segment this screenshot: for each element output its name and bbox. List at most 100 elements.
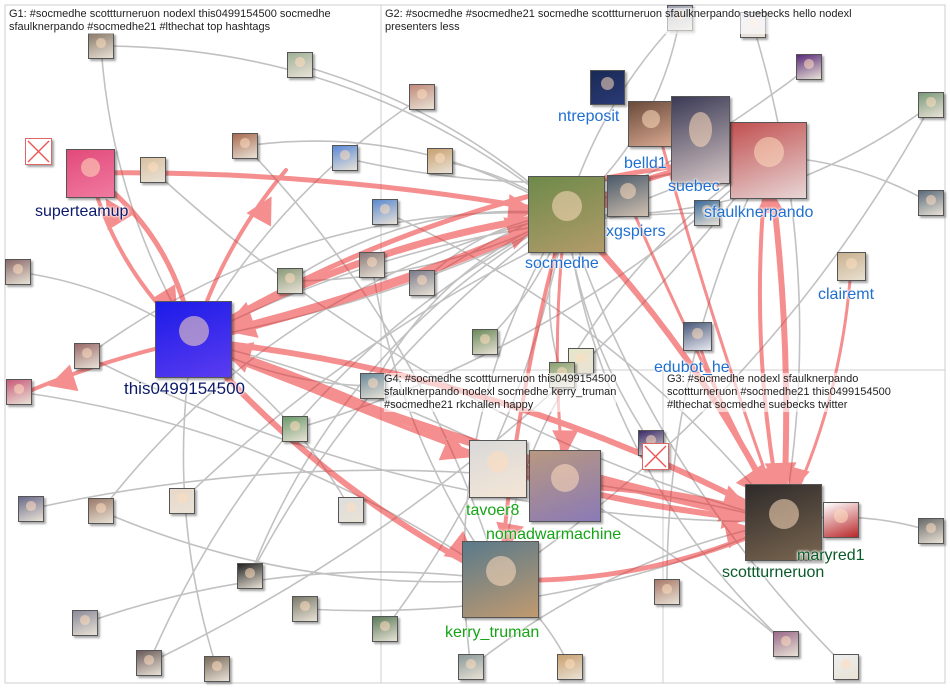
red-edge-arrow <box>246 196 272 227</box>
node-avatar[interactable] <box>18 496 44 522</box>
group-label-g4: G4: #socmedhe scottturneruon this0499154… <box>384 373 617 412</box>
node-avatar[interactable] <box>136 650 162 676</box>
node-this0499154500[interactable] <box>155 301 232 378</box>
node-socmedhe[interactable] <box>528 176 605 253</box>
node-avatar[interactable] <box>5 259 31 285</box>
red-edge-arrow <box>756 185 785 214</box>
node-avatar[interactable] <box>458 654 484 680</box>
node-nomadwarmachine[interactable] <box>529 450 601 522</box>
group-g2-line1: G2: #socmedhe #socmedhe21 socmedhe scott… <box>385 8 852 20</box>
node-avatar[interactable] <box>204 656 230 682</box>
gray-edge <box>384 213 567 630</box>
node-avatar[interactable] <box>282 416 308 442</box>
label-xgspiers[interactable]: xgspiers <box>606 223 666 240</box>
node-kerry-truman[interactable] <box>462 541 539 618</box>
group-g4-line3: #socmedhe21 rkchallen happy <box>384 399 534 411</box>
gray-edge <box>100 41 567 215</box>
node-avatar[interactable] <box>372 199 398 225</box>
node-avatar[interactable] <box>372 616 398 642</box>
label-sfaulknerpando[interactable]: sfaulknerpando <box>704 204 814 221</box>
gray-edge <box>244 140 567 215</box>
group-label-g2: G2: #socmedhe #socmedhe21 socmedhe scott… <box>385 8 852 34</box>
node-avatar[interactable] <box>918 190 944 216</box>
node-maryred1[interactable] <box>823 502 859 538</box>
gray-edge <box>84 571 501 625</box>
node-clt-placeholder[interactable] <box>642 443 669 470</box>
node-avatar[interactable] <box>338 497 364 523</box>
gray-edge <box>147 213 567 664</box>
label-clairemt[interactable]: clairemt <box>818 286 875 303</box>
node-sfaulknerpando[interactable] <box>730 122 807 199</box>
node-avatar[interactable] <box>409 84 435 110</box>
node-avatar[interactable] <box>654 579 680 605</box>
group-g1-line1: G1: #socmedhe scottturneruon nodexl this… <box>9 8 331 20</box>
node-xgspiers[interactable] <box>607 175 649 217</box>
node-avatar[interactable] <box>360 373 386 399</box>
label-this0499154500[interactable]: this0499154500 <box>124 379 246 398</box>
node-avatar[interactable] <box>409 270 435 296</box>
node-avatar[interactable] <box>918 92 944 118</box>
node-edubot-he[interactable] <box>683 322 712 351</box>
label-scottturneruon[interactable]: scottturneruon <box>722 564 825 581</box>
node-avatar[interactable] <box>472 329 498 355</box>
node-scottturneruon[interactable] <box>745 484 822 561</box>
label-socmedhe[interactable]: socmedhe <box>525 255 599 272</box>
gray-edge <box>499 104 932 581</box>
group-g3-line2: scottturneruon #socmedhe21 this049915450… <box>667 386 891 398</box>
node-superteamup-placeholder[interactable] <box>25 138 52 165</box>
group-g4-line1: G4: #socmedhe scottturneruon this0499154… <box>384 373 617 385</box>
node-avatar[interactable] <box>359 252 385 278</box>
group-g1-line2: sfaulknerpando #socmedhe21 #lthechat top… <box>9 21 271 33</box>
gray-edge <box>565 213 787 645</box>
gray-edge <box>18 388 501 581</box>
group-g3-line3: #lthechat socmedhe suebecks twitter <box>667 399 848 411</box>
node-avatar[interactable] <box>6 379 32 405</box>
gray-edge <box>565 213 847 668</box>
node-avatar[interactable] <box>694 200 720 226</box>
red-edge-arrow <box>720 495 754 529</box>
label-kerry-truman[interactable]: kerry_truman <box>445 624 540 641</box>
label-tavoer8[interactable]: tavoer8 <box>466 502 520 519</box>
node-avatar[interactable] <box>277 268 303 294</box>
gray-edge <box>86 211 567 357</box>
node-avatar[interactable] <box>140 157 166 183</box>
node-avatar[interactable] <box>427 148 453 174</box>
group-g2-line2: presenters less <box>385 21 460 33</box>
red-edge-arrow <box>105 198 134 231</box>
node-avatar[interactable] <box>918 518 944 544</box>
node-avatar[interactable] <box>88 33 114 59</box>
node-suebecks[interactable] <box>671 96 730 184</box>
label-nomadwarmachine[interactable]: nomadwarmachine <box>486 526 622 543</box>
node-avatar[interactable] <box>796 54 822 80</box>
group-g3-line1: G3: #socmedhe nodexl sfaulknerpando <box>667 373 859 385</box>
node-avatar[interactable] <box>833 654 859 680</box>
gray-edge <box>244 145 501 581</box>
node-avatar[interactable] <box>169 488 195 514</box>
node-avatar[interactable] <box>292 596 318 622</box>
label-superteamup[interactable]: superteamup <box>35 203 129 220</box>
node-avatar[interactable] <box>88 498 114 524</box>
node-avatar[interactable] <box>237 563 263 589</box>
node-avatar[interactable] <box>72 610 98 636</box>
label-ntreposit[interactable]: ntreposit <box>558 108 620 125</box>
node-avatar[interactable] <box>773 631 799 657</box>
gray-edge <box>750 24 801 523</box>
gray-edge <box>100 510 501 583</box>
node-avatar[interactable] <box>74 343 100 369</box>
node-superteamup[interactable] <box>66 149 115 198</box>
node-clairemt[interactable] <box>837 252 866 281</box>
node-tavoer8[interactable] <box>469 440 527 498</box>
group-label-g1: G1: #socmedhe scottturneruon nodexl this… <box>9 8 331 34</box>
group-g4-line2: sfaulknerpando nodexl socmedhe kerry_tru… <box>384 386 617 398</box>
node-avatar[interactable] <box>557 654 583 680</box>
node-belld1[interactable] <box>628 101 674 147</box>
node-avatar[interactable] <box>287 52 313 78</box>
node-avatar[interactable] <box>332 145 358 171</box>
node-avatar[interactable] <box>232 133 258 159</box>
red-edge-arrow <box>48 364 79 392</box>
label-suebec[interactable]: suebec <box>668 178 720 195</box>
node-ntreposit[interactable] <box>590 70 625 105</box>
label-maryred1[interactable]: maryred1 <box>797 547 865 564</box>
label-belld1[interactable]: belld1 <box>624 155 667 172</box>
label-edubot-he[interactable]: edubot_he <box>654 359 730 376</box>
